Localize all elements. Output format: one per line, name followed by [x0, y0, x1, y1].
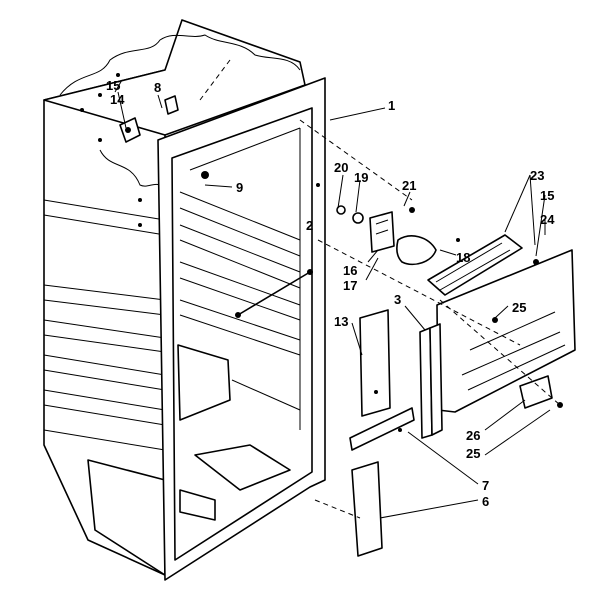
callout-labels: 1 2 3 6 7 8 9 13 14 15 15 16 17 18 19 20… — [106, 78, 555, 509]
callout-23: 23 — [530, 168, 544, 183]
callout-15-top: 15 — [106, 78, 120, 93]
callout-21: 21 — [402, 178, 416, 193]
callout-20: 20 — [334, 160, 348, 175]
callout-13: 13 — [334, 314, 348, 329]
callout-3: 3 — [394, 292, 401, 307]
rod-part — [235, 269, 313, 318]
cabinet-shell — [43, 19, 306, 576]
assembly-lines — [199, 59, 561, 519]
callout-14: 14 — [110, 92, 125, 107]
control-assembly — [336, 205, 460, 266]
strip-7 — [349, 407, 415, 451]
callout-15-right: 15 — [540, 188, 554, 203]
liner-frame — [157, 77, 326, 581]
callout-19: 19 — [354, 170, 368, 185]
callout-25-mid: 25 — [512, 300, 526, 315]
leader-lines — [114, 79, 551, 519]
callout-18: 18 — [456, 250, 470, 265]
callout-9: 9 — [236, 180, 243, 195]
callout-7: 7 — [482, 478, 489, 493]
callout-16: 16 — [343, 263, 357, 278]
control-housing — [427, 234, 576, 413]
panel-6 — [351, 461, 383, 557]
callout-26: 26 — [466, 428, 480, 443]
bracket-part — [419, 323, 443, 439]
callout-8: 8 — [154, 80, 161, 95]
panel-13 — [359, 309, 391, 417]
callout-2: 2 — [306, 218, 313, 233]
callout-24: 24 — [540, 212, 555, 227]
callout-6: 6 — [482, 494, 489, 509]
callout-1: 1 — [388, 98, 395, 113]
callout-25-bottom: 25 — [466, 446, 480, 461]
callout-17: 17 — [343, 278, 357, 293]
